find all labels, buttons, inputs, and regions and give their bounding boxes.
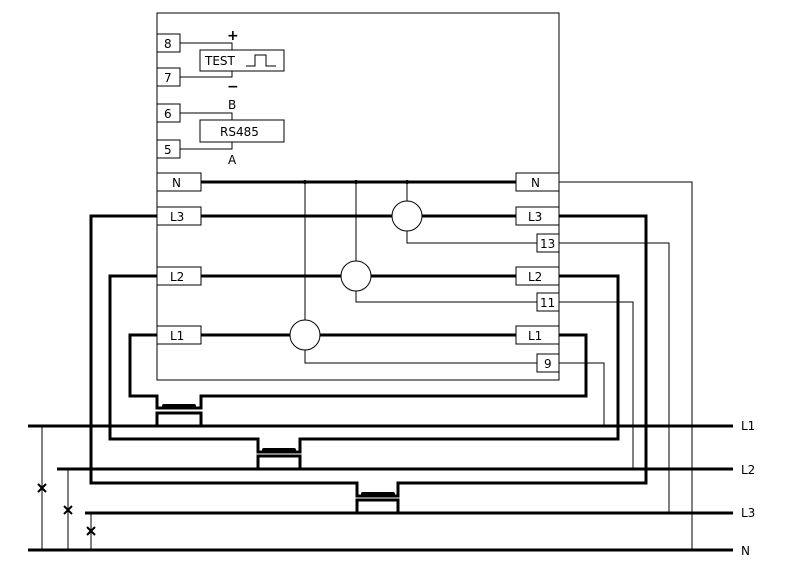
line-label-l2: L2 [741,463,755,477]
supply-lines [28,424,733,552]
pulse-icon [246,54,276,67]
test-plus-sign: + [227,28,239,44]
terminal-n-right: N [531,176,540,190]
fuse-x-icon [37,483,47,493]
line-label-l3: L3 [741,506,755,520]
terminal-l1-right: L1 [528,329,542,343]
terminal-11: 11 [540,296,555,310]
ct-bar-l3 [361,492,395,497]
terminal-l1-left: L1 [170,329,184,343]
right-terminals: N L3 13 L2 11 L1 9 [515,172,560,373]
line-label-l1: L1 [741,419,755,433]
rs485-label: RS485 [220,125,259,139]
test-label: TEST [204,54,236,68]
terminal-l2-left: L2 [170,270,184,284]
ct-bar-l1 [162,404,196,409]
terminal-9: 9 [544,357,552,371]
line-labels: L1 L2 L3 N [741,419,755,558]
terminal-5: 5 [164,143,172,157]
terminal-n-left: N [172,176,181,190]
terminal-13: 13 [540,237,555,251]
current-loops [28,180,648,515]
test-minus-sign: − [227,79,239,95]
ct-bar-l2 [262,448,296,453]
rs485-interface: RS485 B A [180,98,285,167]
fuses [37,426,96,550]
meter-housing [156,12,560,381]
current-sensor-l3 [391,200,423,232]
terminal-7: 7 [164,71,172,85]
left-terminals: 8 7 6 5 N L3 L2 L1 [156,33,202,345]
test-output: TEST + − [180,28,285,95]
current-sensor-l1 [289,319,321,351]
fuse-x-icon [86,526,96,536]
line-label-n: N [741,544,750,558]
current-sensor-l2 [340,260,372,292]
rs485-b-label: B [228,98,236,112]
terminal-l2-right: L2 [528,270,542,284]
rs485-a-label: A [228,153,237,167]
terminal-8: 8 [164,37,172,51]
terminal-l3-right: L3 [528,210,542,224]
fuse-x-icon [63,505,73,515]
terminal-l3-left: L3 [170,210,184,224]
terminal-6: 6 [164,107,172,121]
